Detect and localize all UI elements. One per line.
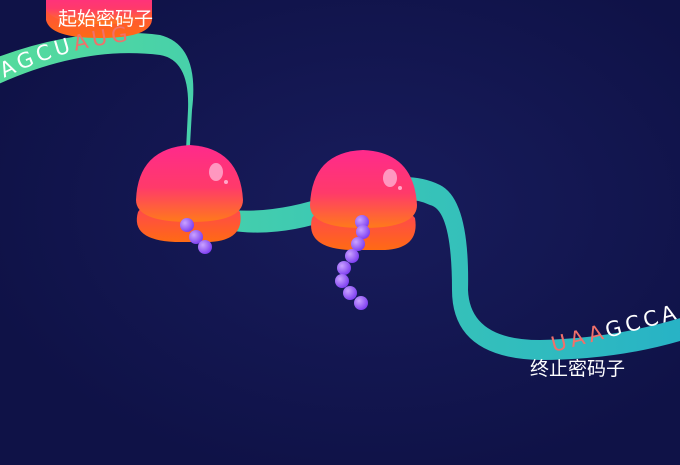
stop-codon-label: 终止密码子 — [530, 358, 625, 380]
start-codon-label: 起始密码子 — [58, 8, 153, 30]
peptide-chain-2 — [335, 215, 370, 310]
peptide-chain-1 — [180, 218, 212, 254]
ribosome-partial — [46, 0, 152, 38]
